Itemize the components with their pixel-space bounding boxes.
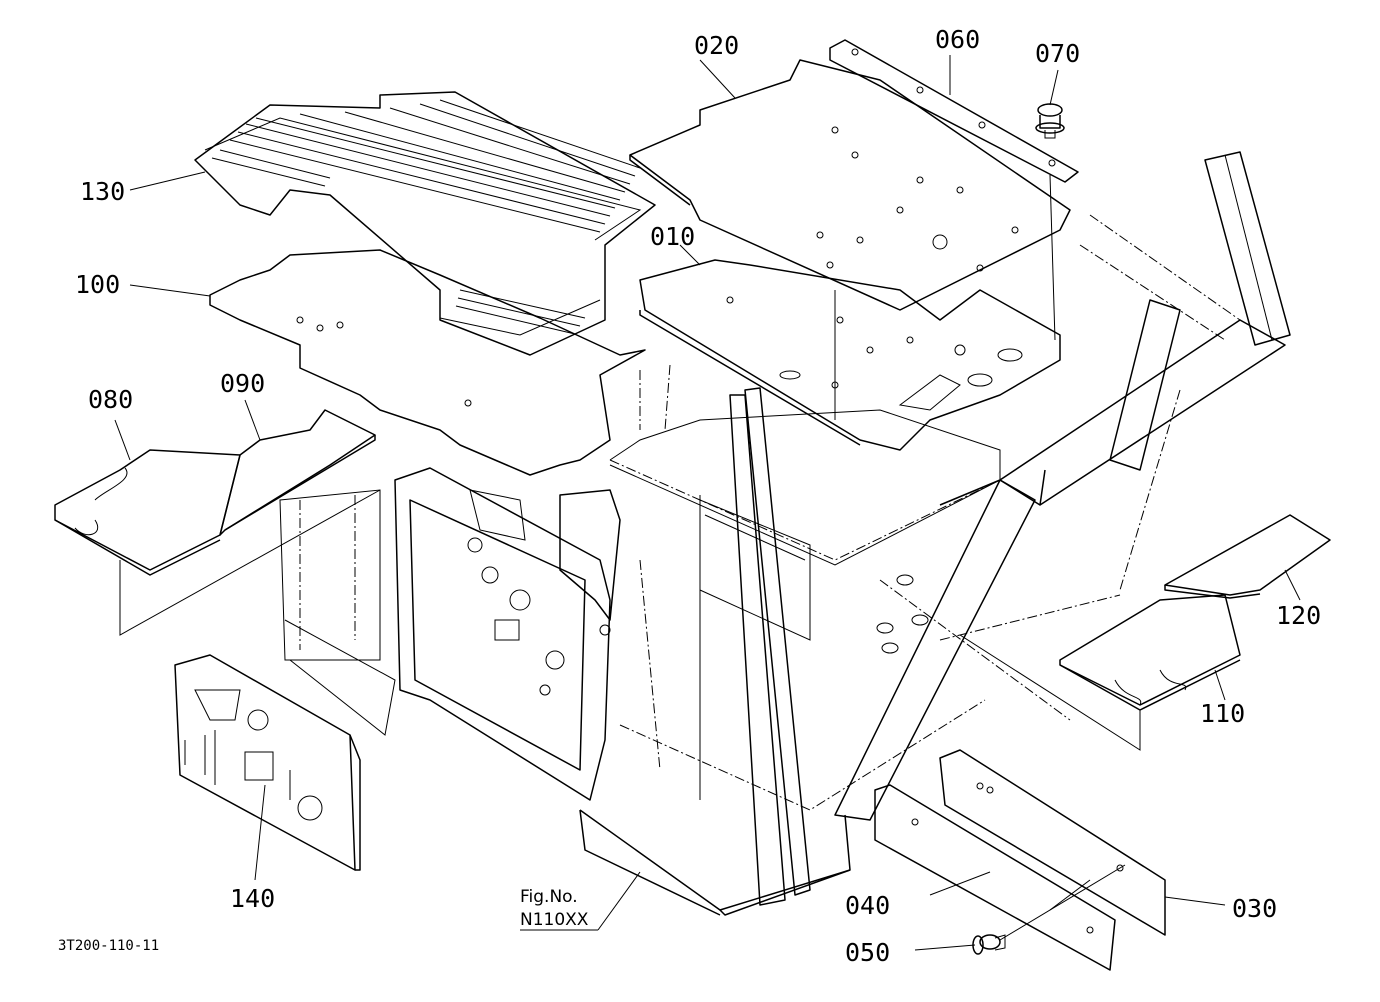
label-130: 130 — [80, 177, 125, 206]
label-080: 080 — [88, 385, 133, 414]
part-020-plate — [629, 59, 1071, 311]
part-050-bolt — [972, 934, 1006, 955]
drawing-code: 3T200-110-11 — [58, 938, 159, 954]
part-110-pad — [1059, 594, 1241, 711]
part-130-floor-mat — [194, 91, 656, 356]
label-060: 060 — [935, 25, 980, 54]
part-040-board — [874, 784, 1116, 971]
fig-no-label: Fig.No. — [520, 887, 578, 907]
part-070-bolt — [1035, 103, 1065, 139]
part-120-pad — [1164, 514, 1331, 599]
part-080-pad — [54, 449, 241, 576]
callout-labels: 020 060 070 010 130 100 080 090 120 110 … — [58, 25, 1321, 967]
label-090: 090 — [220, 369, 265, 398]
main-frame — [279, 151, 1291, 916]
label-030: 030 — [1232, 894, 1277, 923]
part-010-plate — [639, 259, 1061, 451]
part-140-front-panel — [174, 654, 361, 871]
part-090-pad — [219, 409, 376, 536]
label-070: 070 — [1035, 39, 1080, 68]
label-020: 020 — [694, 31, 739, 60]
label-100: 100 — [75, 270, 120, 299]
label-110: 110 — [1200, 699, 1245, 728]
leader-lines — [114, 55, 1301, 951]
label-040: 040 — [845, 891, 890, 920]
label-050: 050 — [845, 938, 890, 967]
label-140: 140 — [230, 884, 275, 913]
label-010: 010 — [650, 222, 695, 251]
part-030-board — [939, 749, 1166, 936]
mat-ribs — [211, 99, 641, 335]
fig-no-number: N110XX — [520, 910, 589, 930]
label-120: 120 — [1276, 601, 1321, 630]
part-100-mat-sheet — [209, 249, 646, 476]
part-060-strip — [829, 39, 1079, 183]
